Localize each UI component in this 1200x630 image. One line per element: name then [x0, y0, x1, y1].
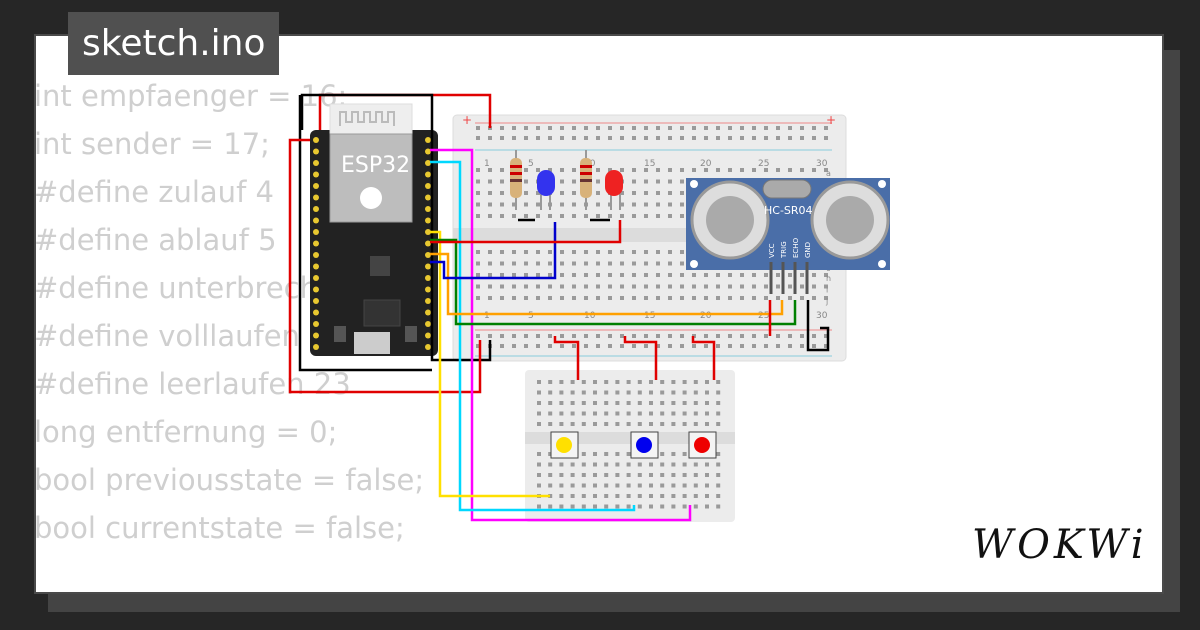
- code-preview: int empfaenger = 16; int sender = 17; #def…: [34, 72, 424, 552]
- column-number: 1: [484, 159, 490, 169]
- red-led[interactable]: [605, 170, 623, 210]
- red-pushbutton[interactable]: [688, 431, 717, 459]
- code-line: int empfaenger = 16;: [34, 79, 348, 113]
- ultrasonic-sensor[interactable]: HC-SR04 VCC TRIG ECHO GND: [686, 178, 890, 294]
- svg-text:VCC: VCC: [768, 243, 776, 258]
- sensor-label: HC-SR04: [764, 204, 813, 217]
- code-line: bool previousstate = false;: [34, 463, 425, 497]
- column-number: 5: [528, 159, 534, 169]
- column-number: 25: [758, 159, 769, 169]
- row-letter: i: [826, 286, 828, 295]
- blue-pushbutton[interactable]: [630, 431, 659, 459]
- svg-text:GND: GND: [804, 242, 812, 258]
- svg-text:ECHO: ECHO: [792, 237, 800, 258]
- en-button[interactable]: [334, 326, 346, 342]
- yellow-pushbutton[interactable]: [550, 431, 579, 459]
- column-number: 20: [700, 159, 712, 169]
- esp32-label: ESP32: [341, 153, 410, 178]
- svg-text:TRIG: TRIG: [780, 241, 788, 259]
- code-line: bool currentstate = false;: [34, 511, 405, 545]
- esp32-board[interactable]: ESP32: [310, 103, 438, 356]
- sketch-tab[interactable]: sketch.ino: [68, 12, 280, 75]
- boot-button[interactable]: [405, 326, 417, 342]
- resistor-2[interactable]: [580, 150, 592, 210]
- column-number: 10: [584, 311, 596, 321]
- code-line: #define ablauf 5: [34, 223, 277, 257]
- column-number: 25: [758, 311, 769, 321]
- row-letter: j: [825, 297, 828, 306]
- code-line: int sender = 17;: [34, 127, 270, 161]
- resistor-1[interactable]: [510, 150, 522, 210]
- column-number: 30: [816, 159, 828, 169]
- column-number: 15: [644, 159, 655, 169]
- column-number: 20: [700, 311, 712, 321]
- row-letter: a: [826, 169, 831, 178]
- svg-text:+: +: [462, 113, 472, 127]
- column-number: 5: [528, 311, 534, 321]
- column-number: 1: [484, 311, 490, 321]
- code-line: #define volllaufen 22: [34, 319, 347, 353]
- code-line: #define leerlaufen 23: [34, 367, 351, 401]
- svg-text:+: +: [826, 113, 836, 127]
- row-letter: h: [826, 274, 831, 283]
- usb-port-icon: [354, 332, 390, 354]
- blue-led[interactable]: [537, 170, 555, 210]
- code-line: long entfernung = 0;: [34, 415, 338, 449]
- column-number: 30: [816, 311, 828, 321]
- column-number: 15: [644, 311, 655, 321]
- wokwi-logo: WOKWi: [972, 522, 1148, 568]
- espressif-logo-icon: [360, 187, 382, 209]
- code-line: #define zulauf 4: [34, 175, 274, 209]
- wires: [288, 93, 830, 522]
